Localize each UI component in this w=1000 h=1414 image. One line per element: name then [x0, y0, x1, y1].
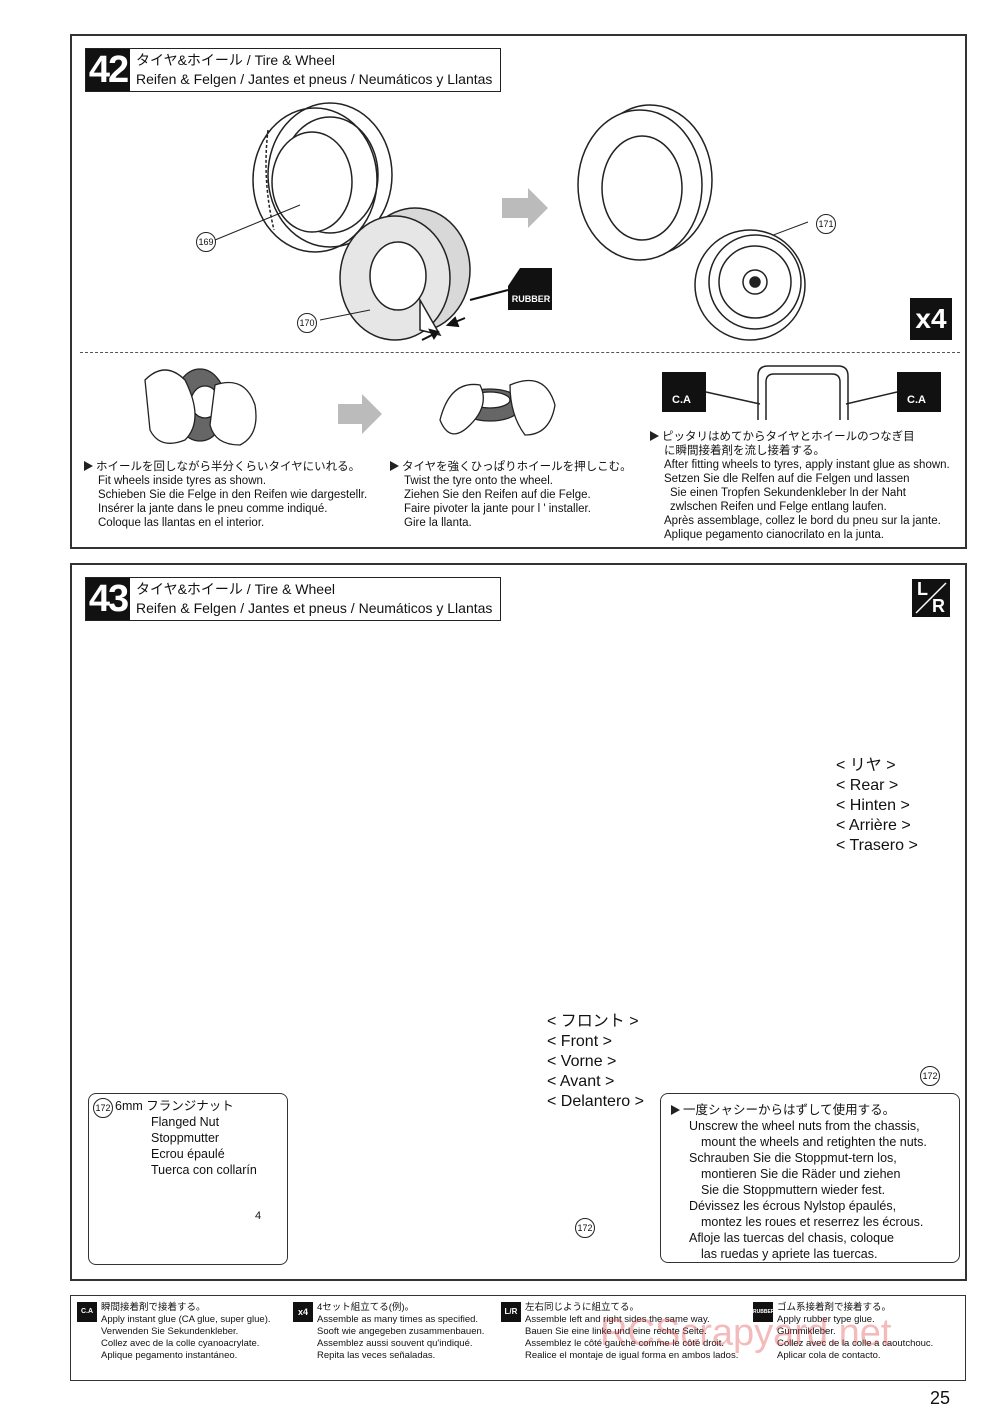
- left-right-badge: L R: [912, 579, 950, 617]
- pointer-icon: [650, 431, 659, 441]
- part-number-170: 170: [297, 313, 317, 333]
- rubber-glue-label: RUBBER: [511, 294, 551, 304]
- part-number-169: 169: [196, 232, 216, 252]
- multiplier-badge: x4: [910, 298, 952, 340]
- step-43-header: 43 タイヤ&ホイール / Tire & Wheel Reifen & Felg…: [85, 577, 502, 621]
- wheel-nut-note: 一度シャシーからはずして使用する。 Unscrew the wheel nuts…: [660, 1093, 960, 1263]
- nut-dimension: 4: [255, 1210, 262, 1222]
- instruction-apply-glue: ピッタリはめてからタイヤとホイールのつなぎ目 に瞬間接着剤を流し接着する。 Af…: [650, 430, 950, 542]
- watermark: RCScrapyard.net: [600, 1312, 892, 1354]
- front-labels: < フロント > < Front > < Vorne > < Avant > <…: [547, 1013, 644, 1110]
- part-number-171: 171: [816, 214, 836, 234]
- pointer-icon: [390, 461, 399, 471]
- step-42-header: 42 タイヤ&ホイール / Tire & Wheel Reifen & Felg…: [85, 48, 502, 92]
- ca-label-left: C.A: [672, 394, 691, 406]
- legend-lr: L/R 左右同じように組立てる。 Assemble left and right…: [501, 1302, 738, 1362]
- legend-rubber: RUBBER ゴム系接着剤で接着する。 Apply rubber type gl…: [753, 1302, 934, 1361]
- icon-legend: C.A 瞬間接着剤で接着する。 Apply instant glue (CA g…: [70, 1295, 966, 1381]
- pointer-icon: [84, 461, 93, 471]
- flanged-nut-part-box: 172 6mm フランジナット Flanged Nut Stoppmutter …: [88, 1093, 288, 1265]
- step-number: 43: [86, 578, 130, 620]
- pointer-icon: [671, 1105, 680, 1115]
- step-number: 42: [86, 49, 130, 91]
- step-title: タイヤ&ホイール / Tire & Wheel Reifen & Felgen …: [136, 52, 493, 87]
- part-number-172-front: 172: [575, 1218, 595, 1238]
- left-right-icon: L/R: [501, 1302, 521, 1322]
- ca-glue-icon: C.A: [77, 1302, 97, 1322]
- legend-x4: x4 4セット組立てる(例)。 Assemble as many times a…: [293, 1302, 484, 1362]
- ca-label-right: C.A: [907, 394, 926, 406]
- multiplier-icon: x4: [293, 1302, 313, 1322]
- step-title: タイヤ&ホイール / Tire & Wheel Reifen & Felgen …: [136, 581, 493, 616]
- rear-labels: < リヤ > < Rear > < Hinten > < Arrière > <…: [836, 757, 918, 854]
- legend-ca: C.A 瞬間接着剤で接着する。 Apply instant glue (CA g…: [77, 1302, 271, 1362]
- part-number-172: 172: [93, 1098, 113, 1118]
- part-number-172-rear: 172: [920, 1066, 940, 1086]
- instruction-fit-wheels: ホイールを回しながら半分くらいタイヤにいれる。 Fit wheels insid…: [84, 460, 367, 530]
- rubber-glue-icon: RUBBER: [753, 1302, 774, 1322]
- step-divider: [80, 352, 960, 353]
- instruction-twist-tyre: タイヤを強くひっぱりホイールを押しこむ。 Twist the tyre onto…: [390, 460, 632, 530]
- page-number: 25: [930, 1388, 951, 1408]
